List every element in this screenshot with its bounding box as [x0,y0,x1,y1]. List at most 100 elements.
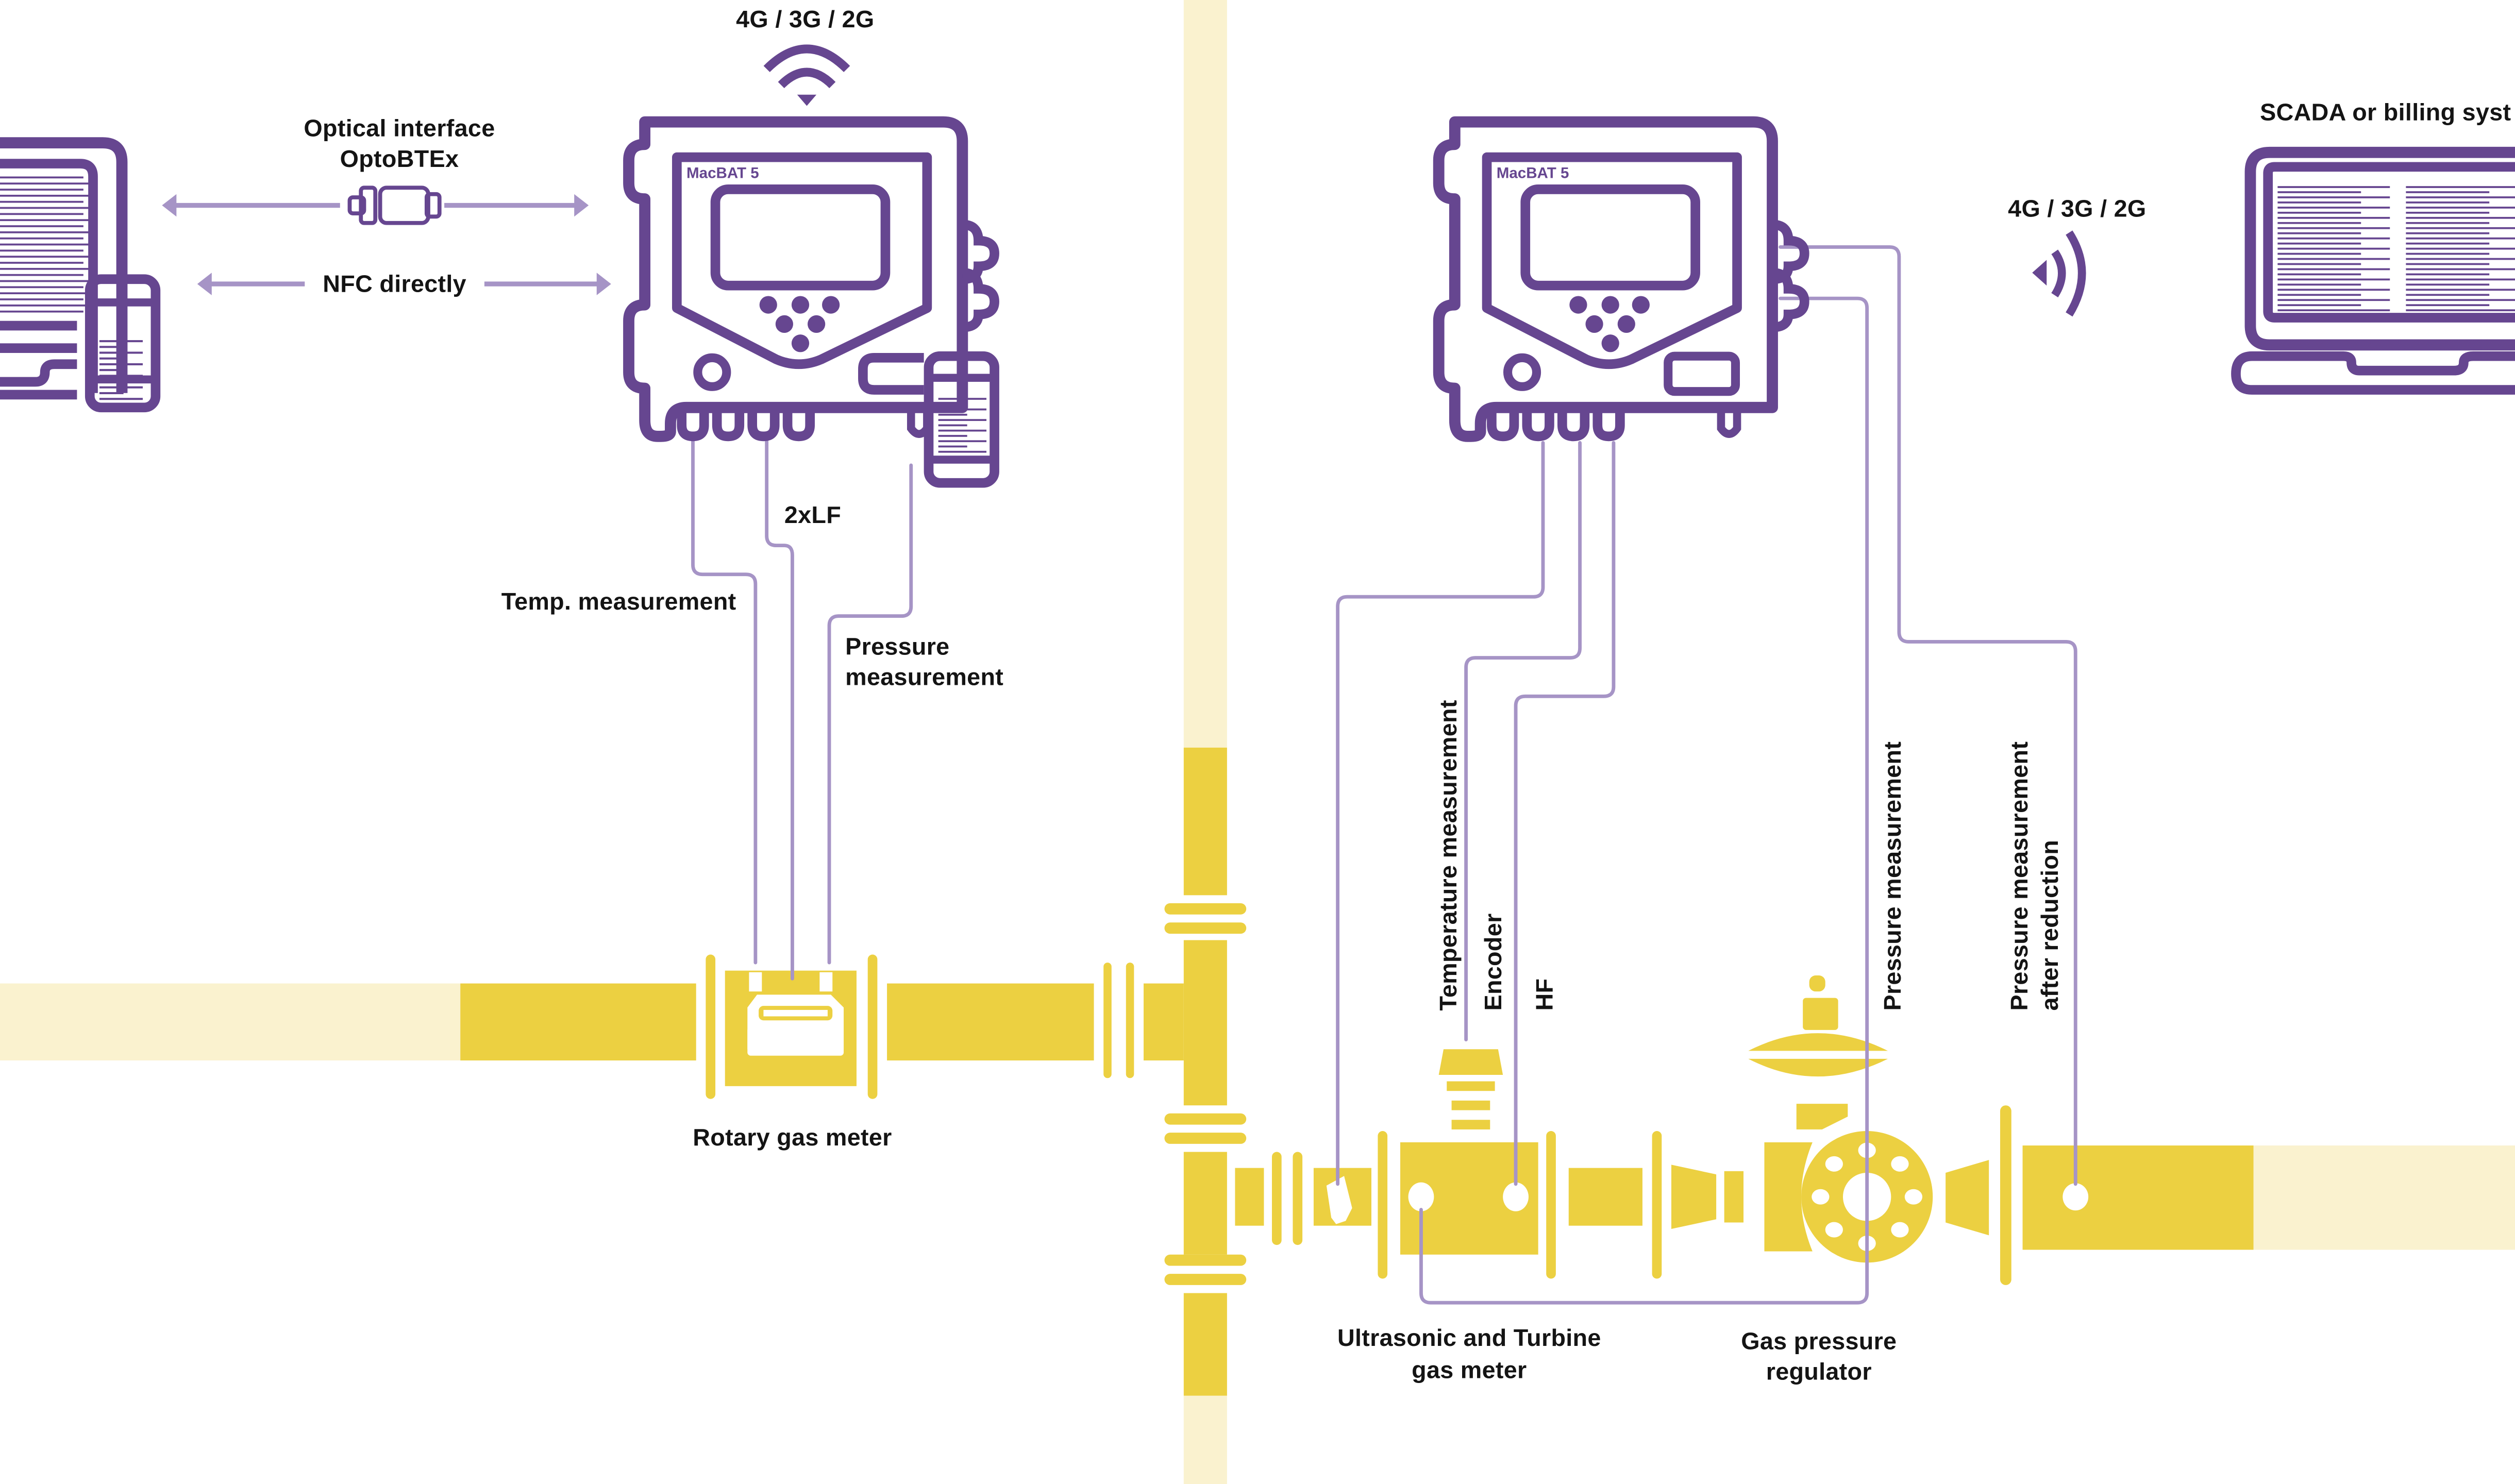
device-round-port [1503,353,1541,391]
vertical-pipe-pale-top [1183,0,1227,748]
screen-text-line [2277,278,2390,281]
device-side-connector [962,267,999,332]
phone-left-screen-lines [99,340,143,406]
wifi-icon [763,44,850,106]
screen-text-line [2406,273,2490,276]
outlet-pipe [2022,1145,2254,1250]
screen-text-line [99,392,124,394]
device-round-port [693,353,731,391]
encoder-fin [1451,1100,1490,1110]
screen-text-line [99,403,124,406]
regulator-label-line2: regulator [1766,1358,1872,1385]
device-front-panel [672,152,932,369]
vertical-pipe-segment [1183,1293,1227,1396]
screen-text-line [0,262,83,264]
left-pipe-segment-2 [887,983,1094,1061]
gas-pressure-regulator [1748,975,1989,1263]
wire-pressure-right [1419,296,1869,1305]
screen-text-line [0,280,96,282]
wire-encoder-right [1464,441,1582,1041]
vertical-pipe-pale-bottom [1183,1395,1227,1484]
scada-laptop-bezel [2263,162,2515,323]
screen-text-line [2277,258,2390,260]
screen-text-line [99,351,143,354]
screen-text-line [0,207,96,209]
screen-text-line [0,231,96,233]
encoder-label: Encoder [1480,913,1506,1010]
device-keypad-button [822,296,840,314]
device-keypad-button [1601,296,1619,314]
screen-text-line [2277,304,2361,307]
screen-text-line [2406,196,2515,198]
screen-text-line [99,380,124,383]
screen-text-line [938,413,967,416]
device-bottom-port [1522,407,1554,442]
vertical-pipe-flange [1164,922,1247,934]
regulator-cap [1809,975,1825,992]
screen-text-line [2406,304,2490,307]
hf-port [1503,1182,1529,1211]
screen-text-line [99,357,124,360]
screen-text-line [2406,191,2490,193]
device-side-connector [1772,267,1809,332]
device-bottom-port [1487,407,1519,442]
screen-text-line [938,435,967,437]
vertical-pipe-flange [1164,1133,1247,1144]
regulator-diaphragm-bottom [1748,1058,1888,1077]
vertical-pipe-tee [1183,940,1227,1106]
screen-text-line [2277,242,2361,245]
device-keypad-button [759,296,777,314]
vertical-pipe-segment [1183,1152,1227,1255]
vertical-pipe-flange [1164,903,1247,915]
reducer-left [1671,1165,1717,1229]
screen-text-line [2406,222,2490,224]
device-bottom-port [782,407,815,442]
optobtex-label: OptoBTEx [340,145,459,172]
arrow-left-icon [197,273,212,295]
screen-text-line [0,243,96,246]
laptop-left-base [0,359,77,387]
macbat-device-left: MacBAT 5 [623,116,999,442]
usm-flange-left [1378,1131,1388,1279]
screen-text-line [2406,247,2515,250]
screen-text-line [99,369,124,372]
screen-text-line [0,189,83,191]
regulator-neck [1796,1104,1848,1129]
rotary-gas-meter [725,970,857,1086]
signal-wiring [691,245,2077,1305]
screen-text-line [2277,211,2361,214]
screen-text-line [938,424,967,427]
laptop-left-bezel [0,159,98,393]
screen-text-line [2406,309,2515,312]
bolt-hole [1812,1189,1830,1205]
nfc-link [197,273,611,295]
screen-text-line [2277,247,2390,250]
device-name-label: MacBAT 5 [1497,165,1569,182]
phone-device-body [924,351,999,488]
wire-hf-right [1514,441,1616,1186]
scada-laptop [2231,146,2515,395]
scada-laptop-base [2231,351,2515,395]
device-bottom-port [677,407,709,442]
tee-flange [1126,963,1134,1078]
screen-text-line [0,225,83,227]
screen-text-line [2277,227,2390,229]
arrow-right-icon [596,273,611,295]
screen-text-line [0,237,83,240]
right-pipe-stub [1235,1168,1264,1226]
regulator-body [1764,1142,1813,1252]
bolt-hole [1891,1222,1909,1238]
pressure-after-reduction-line2: after reduction [2036,840,2063,1011]
screen-text-line [2277,283,2361,286]
wire-pressure-after-reduction [1779,245,2077,1186]
screen-text-line [99,363,143,365]
bolt-hole [1825,1222,1843,1238]
scada-screen-lines [2277,186,2515,316]
screen-text-line [2406,207,2515,209]
rotary-meter-face-bottom [747,1026,844,1056]
screen-text-line [0,274,83,276]
tee-flange [1103,963,1112,1078]
screen-text-line [0,182,96,185]
screen-text-line [2277,289,2390,291]
screen-text-line [2277,237,2390,240]
